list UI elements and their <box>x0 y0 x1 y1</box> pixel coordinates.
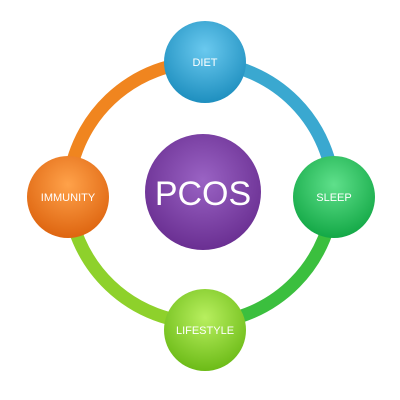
node-sleep-label: SLEEP <box>316 192 351 204</box>
node-immunity: IMMUNITY <box>27 156 109 238</box>
center-label: PCOS <box>155 175 251 213</box>
node-diet: DIET <box>164 21 246 103</box>
node-immunity-label: IMMUNITY <box>41 192 96 204</box>
node-lifestyle-label: LIFESTYLE <box>176 325 234 337</box>
center-node-pcos: PCOS <box>145 134 261 250</box>
node-lifestyle: LIFESTYLE <box>164 289 246 371</box>
node-sleep: SLEEP <box>293 156 375 238</box>
node-diet-label: DIET <box>192 57 217 69</box>
